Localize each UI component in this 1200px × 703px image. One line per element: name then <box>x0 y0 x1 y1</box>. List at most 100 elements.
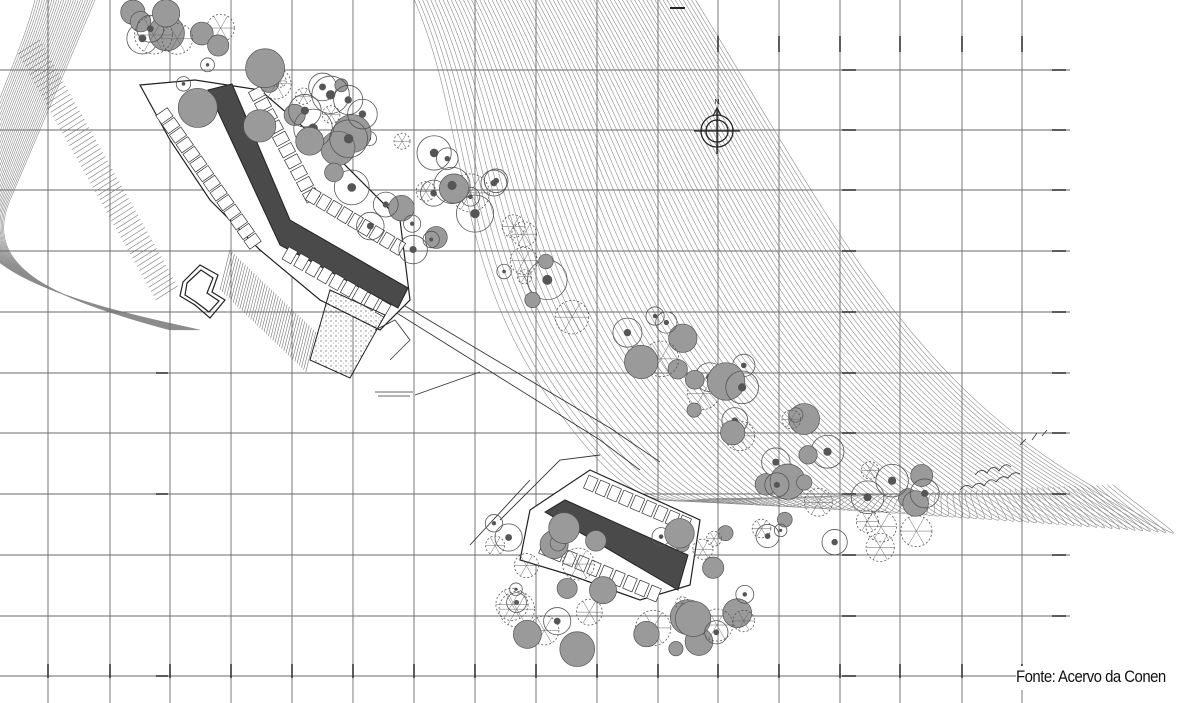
hatch-stroke <box>141 260 164 276</box>
tree-icon <box>538 253 554 270</box>
tree-icon <box>136 14 165 43</box>
contour-line <box>687 0 1159 533</box>
tree-icon <box>356 211 385 241</box>
tree-branch <box>682 597 686 604</box>
contour-line <box>491 0 843 508</box>
hatch-stroke <box>261 289 273 330</box>
tree-icon <box>909 478 940 509</box>
tree-branch <box>879 547 888 560</box>
hatch-stroke <box>99 185 122 201</box>
tree-crown <box>717 525 734 542</box>
tree-crown <box>456 194 495 233</box>
room-cell <box>293 252 310 272</box>
tree-crown <box>910 464 934 487</box>
lower-building-corridor <box>544 499 689 591</box>
hatch-stroke <box>285 312 297 354</box>
upper-building-corridor <box>207 83 409 309</box>
tree-icon <box>424 226 448 249</box>
annotation-leader <box>375 371 481 397</box>
tree-branch <box>401 134 407 142</box>
tree-icon <box>706 530 722 547</box>
tree-icon <box>416 135 452 171</box>
tree-crown <box>524 291 541 308</box>
tree-trunk <box>344 96 352 104</box>
tree-branch <box>517 223 525 235</box>
tree-crown <box>702 556 725 579</box>
tree-branch <box>738 611 744 622</box>
contour-line <box>617 0 1030 523</box>
tree-crown <box>356 211 385 241</box>
tree-branch <box>303 96 308 104</box>
tree-crown <box>509 582 523 597</box>
tree-branch <box>697 549 704 559</box>
tree-trunk <box>502 269 506 274</box>
tree-branch <box>220 16 228 29</box>
tree-icon <box>735 584 755 604</box>
contour-line <box>646 0 1082 527</box>
tree-crown <box>496 263 512 280</box>
hatch-stroke <box>125 231 148 246</box>
tree-crown <box>624 344 659 380</box>
tree-icon <box>781 409 802 430</box>
tree-branch <box>330 106 336 115</box>
room-cell <box>594 479 611 498</box>
tree-crown <box>243 109 277 143</box>
hatch-stroke <box>41 81 64 96</box>
tree-crown <box>556 577 578 599</box>
tree-branch <box>738 620 744 631</box>
hatch-stroke <box>92 173 115 188</box>
contour-line <box>642 0 1075 526</box>
hatch-stroke <box>248 277 259 318</box>
tree-crown <box>798 445 818 465</box>
tree-crown <box>416 135 452 171</box>
hatch-stroke <box>48 93 71 109</box>
contour-line <box>678 0 1143 532</box>
hatch-stroke <box>298 325 310 366</box>
contour-line <box>630 0 1052 525</box>
tree-crown <box>136 14 165 43</box>
tree-icon <box>543 607 572 636</box>
tree-branch <box>503 590 513 605</box>
tree-trunk <box>888 476 897 485</box>
tree-trunk <box>470 208 480 219</box>
tree-icon <box>589 576 617 605</box>
hatch-stroke <box>274 302 286 343</box>
tree-trunk <box>542 274 553 285</box>
tree-crown <box>633 620 660 648</box>
contour-line <box>662 0 1113 529</box>
tree-icon <box>456 194 495 233</box>
source-caption: Fonte: Acervo da Conen <box>1016 666 1178 690</box>
room-cell <box>606 484 622 503</box>
tree-crown <box>875 464 909 498</box>
tree-branch <box>873 526 882 541</box>
tree-trunk <box>490 179 498 187</box>
tree-icon <box>684 369 705 390</box>
hatch-stroke <box>153 281 176 296</box>
tree-crown <box>388 194 415 222</box>
hatch-stroke <box>34 68 57 84</box>
tree-icon <box>321 105 341 124</box>
tree-crown <box>725 370 759 405</box>
tree-branch <box>516 593 526 610</box>
contour-line <box>691 0 1167 533</box>
tree-branch <box>330 114 336 123</box>
tree-crown <box>324 162 344 183</box>
tree-branch <box>713 538 718 546</box>
tree-icon <box>393 132 411 150</box>
tree-icon <box>751 518 772 539</box>
tree-icon <box>496 263 512 280</box>
tree-icon <box>902 490 929 517</box>
room-cell <box>583 474 599 493</box>
tree-branch <box>571 302 581 318</box>
tree-crown <box>735 584 755 604</box>
tree-trunk <box>347 183 357 192</box>
tree-crown <box>177 87 218 128</box>
tree-crown <box>333 169 370 206</box>
hatch-stroke <box>226 256 237 297</box>
room-cell <box>202 174 221 192</box>
tree-branch <box>867 521 874 532</box>
hatch-stroke <box>52 102 76 117</box>
hatch-stroke <box>228 258 240 299</box>
tree-branch <box>756 528 762 537</box>
access-road <box>359 289 661 546</box>
